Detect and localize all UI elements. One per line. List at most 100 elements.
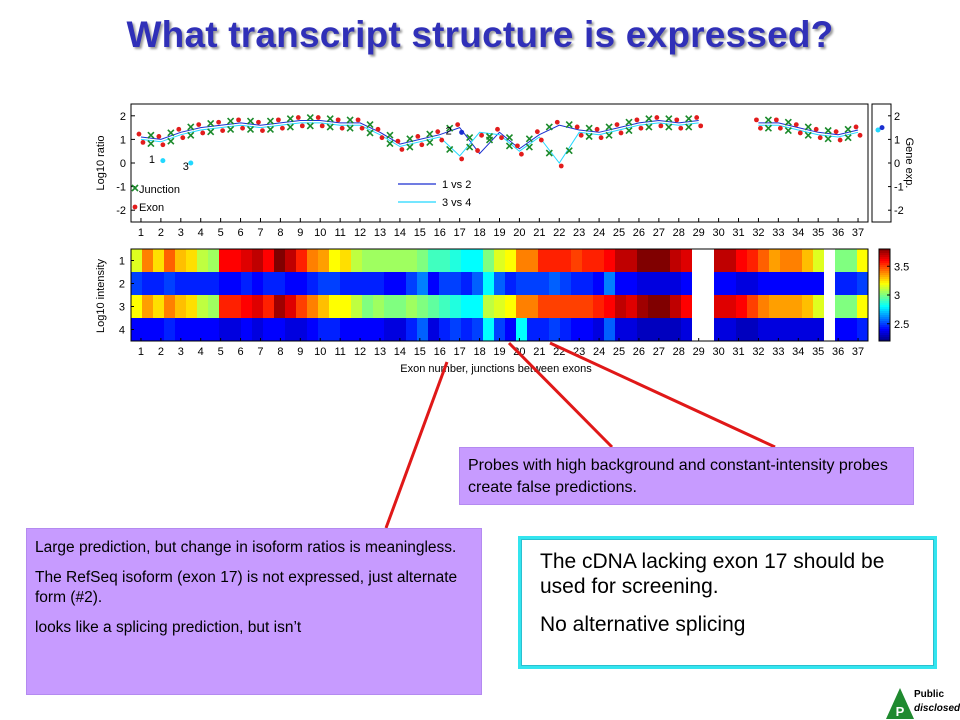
- heatmap-cell: [681, 295, 693, 319]
- heatmap-cell: [175, 318, 187, 342]
- x-tick-label: 30: [712, 227, 724, 239]
- heatmap-cell: [329, 318, 341, 342]
- junction-point: [565, 121, 573, 129]
- heatmap-cell: [736, 249, 748, 273]
- heatmap-cell: [670, 318, 682, 342]
- heatmap-cell: [725, 249, 737, 273]
- colorbar-tick-label: 3: [894, 290, 900, 302]
- heatmap-cell: [604, 318, 616, 342]
- exon-point: [275, 117, 281, 123]
- heatmap-cell: [472, 272, 484, 296]
- junction-mark: [266, 125, 274, 133]
- heatmap-cell: [516, 249, 528, 273]
- heatmap-cell: [395, 318, 407, 342]
- heatmap-cell: [230, 295, 242, 319]
- junction-point: [346, 116, 354, 124]
- heatmap-cell: [241, 249, 253, 273]
- junction-point: [207, 119, 215, 127]
- heatmap-cell: [494, 318, 506, 342]
- public-disclosed-logo: P Public disclosed: [884, 686, 960, 720]
- x-tick-label: 24: [593, 227, 605, 239]
- exon-point: [634, 117, 640, 123]
- colorbar-segment: [879, 279, 890, 282]
- exon-point: [534, 129, 540, 135]
- heatmap-cell: [461, 318, 473, 342]
- logo-triangle-icon: [886, 688, 914, 719]
- heatmap-cell: [175, 249, 187, 273]
- arrow-probes-2: [549, 341, 776, 449]
- colorbar-segment: [879, 339, 890, 342]
- x-tick-label: 4: [198, 227, 204, 239]
- x-tick-label: 28: [673, 227, 685, 239]
- junction-mark: [784, 127, 792, 135]
- x-tick-label: 21: [533, 227, 545, 239]
- colorbar-segment: [879, 259, 890, 262]
- heatmap-cell: [351, 295, 363, 319]
- heatmap-cell: [417, 272, 429, 296]
- heatmap-cell: [351, 318, 363, 342]
- junction-mark: [386, 131, 394, 139]
- exon-point: [618, 130, 624, 136]
- junction-point: [246, 117, 255, 125]
- heatmap-row-label: 4: [119, 325, 125, 337]
- exon-point: [515, 143, 520, 149]
- exon-point: [495, 126, 500, 132]
- junction-point: [286, 123, 294, 131]
- junction-point: [386, 140, 394, 148]
- heatmap-cell: [604, 295, 616, 319]
- junction-mark: [366, 129, 374, 137]
- heatmap-cell: [802, 272, 814, 296]
- exon-point: [415, 134, 421, 139]
- heatmap-cell: [329, 249, 341, 273]
- heatmap-x-tick-label: 11: [334, 346, 345, 358]
- heatmap-x-tick-label: 36: [832, 346, 844, 358]
- junction-mark: [446, 124, 454, 132]
- page-title: What transcript structure is expressed?: [126, 14, 834, 55]
- heatmap-cell: [428, 249, 440, 273]
- colorbar-tick-label: 3.5: [894, 261, 909, 273]
- colorbar-segment: [879, 317, 890, 320]
- heatmap-cell: [483, 249, 495, 273]
- heatmap-cell: [340, 318, 352, 342]
- heatmap-cell: [461, 272, 473, 296]
- exon-point: [833, 129, 839, 135]
- exon-point: [638, 125, 644, 131]
- junction-point: [306, 113, 314, 122]
- colorbar-segment: [879, 277, 890, 280]
- heatmap-x-tick-label: 4: [198, 346, 204, 358]
- heatmap-cell: [230, 318, 242, 342]
- x-tick-label: 5: [218, 227, 224, 239]
- junction-point: [326, 123, 334, 131]
- heatmap-cell: [296, 295, 308, 319]
- heatmap-cell: [538, 272, 550, 296]
- junction-point: [406, 135, 414, 143]
- heatmap-cell: [824, 295, 836, 319]
- junction-mark: [525, 143, 533, 151]
- exon-point: [594, 126, 600, 132]
- exon-point: [598, 135, 604, 141]
- x-tick-label: 31: [732, 227, 744, 239]
- heatmap-cell: [560, 272, 572, 296]
- exon-point: [698, 123, 704, 129]
- y-axis-label: Log10 ratio: [95, 135, 107, 190]
- exon-point: [379, 135, 385, 141]
- heatmap-x-tick-label: 25: [613, 346, 625, 358]
- junction-mark: [466, 134, 474, 142]
- exon-point: [295, 115, 301, 120]
- heatmap-cell: [329, 272, 341, 296]
- heatmap-row-label: 3: [119, 302, 125, 314]
- heatmap-x-tick-label: 8: [277, 346, 283, 358]
- colorbar-segment: [879, 299, 890, 302]
- heatmap-cell: [340, 295, 352, 319]
- junction-mark: [645, 115, 653, 123]
- heatmap-cell: [395, 272, 407, 296]
- junction-point: [824, 126, 832, 135]
- y-tick-label: 2: [120, 111, 126, 123]
- logo-line-1: Public: [914, 689, 945, 700]
- heatmap-cell: [450, 272, 462, 296]
- junction-point: [605, 131, 613, 139]
- heatmap-cell: [527, 249, 539, 273]
- exon-point: [319, 123, 325, 129]
- heatmap-x-tick-label: 32: [752, 346, 764, 358]
- heatmap-cell: [472, 318, 484, 342]
